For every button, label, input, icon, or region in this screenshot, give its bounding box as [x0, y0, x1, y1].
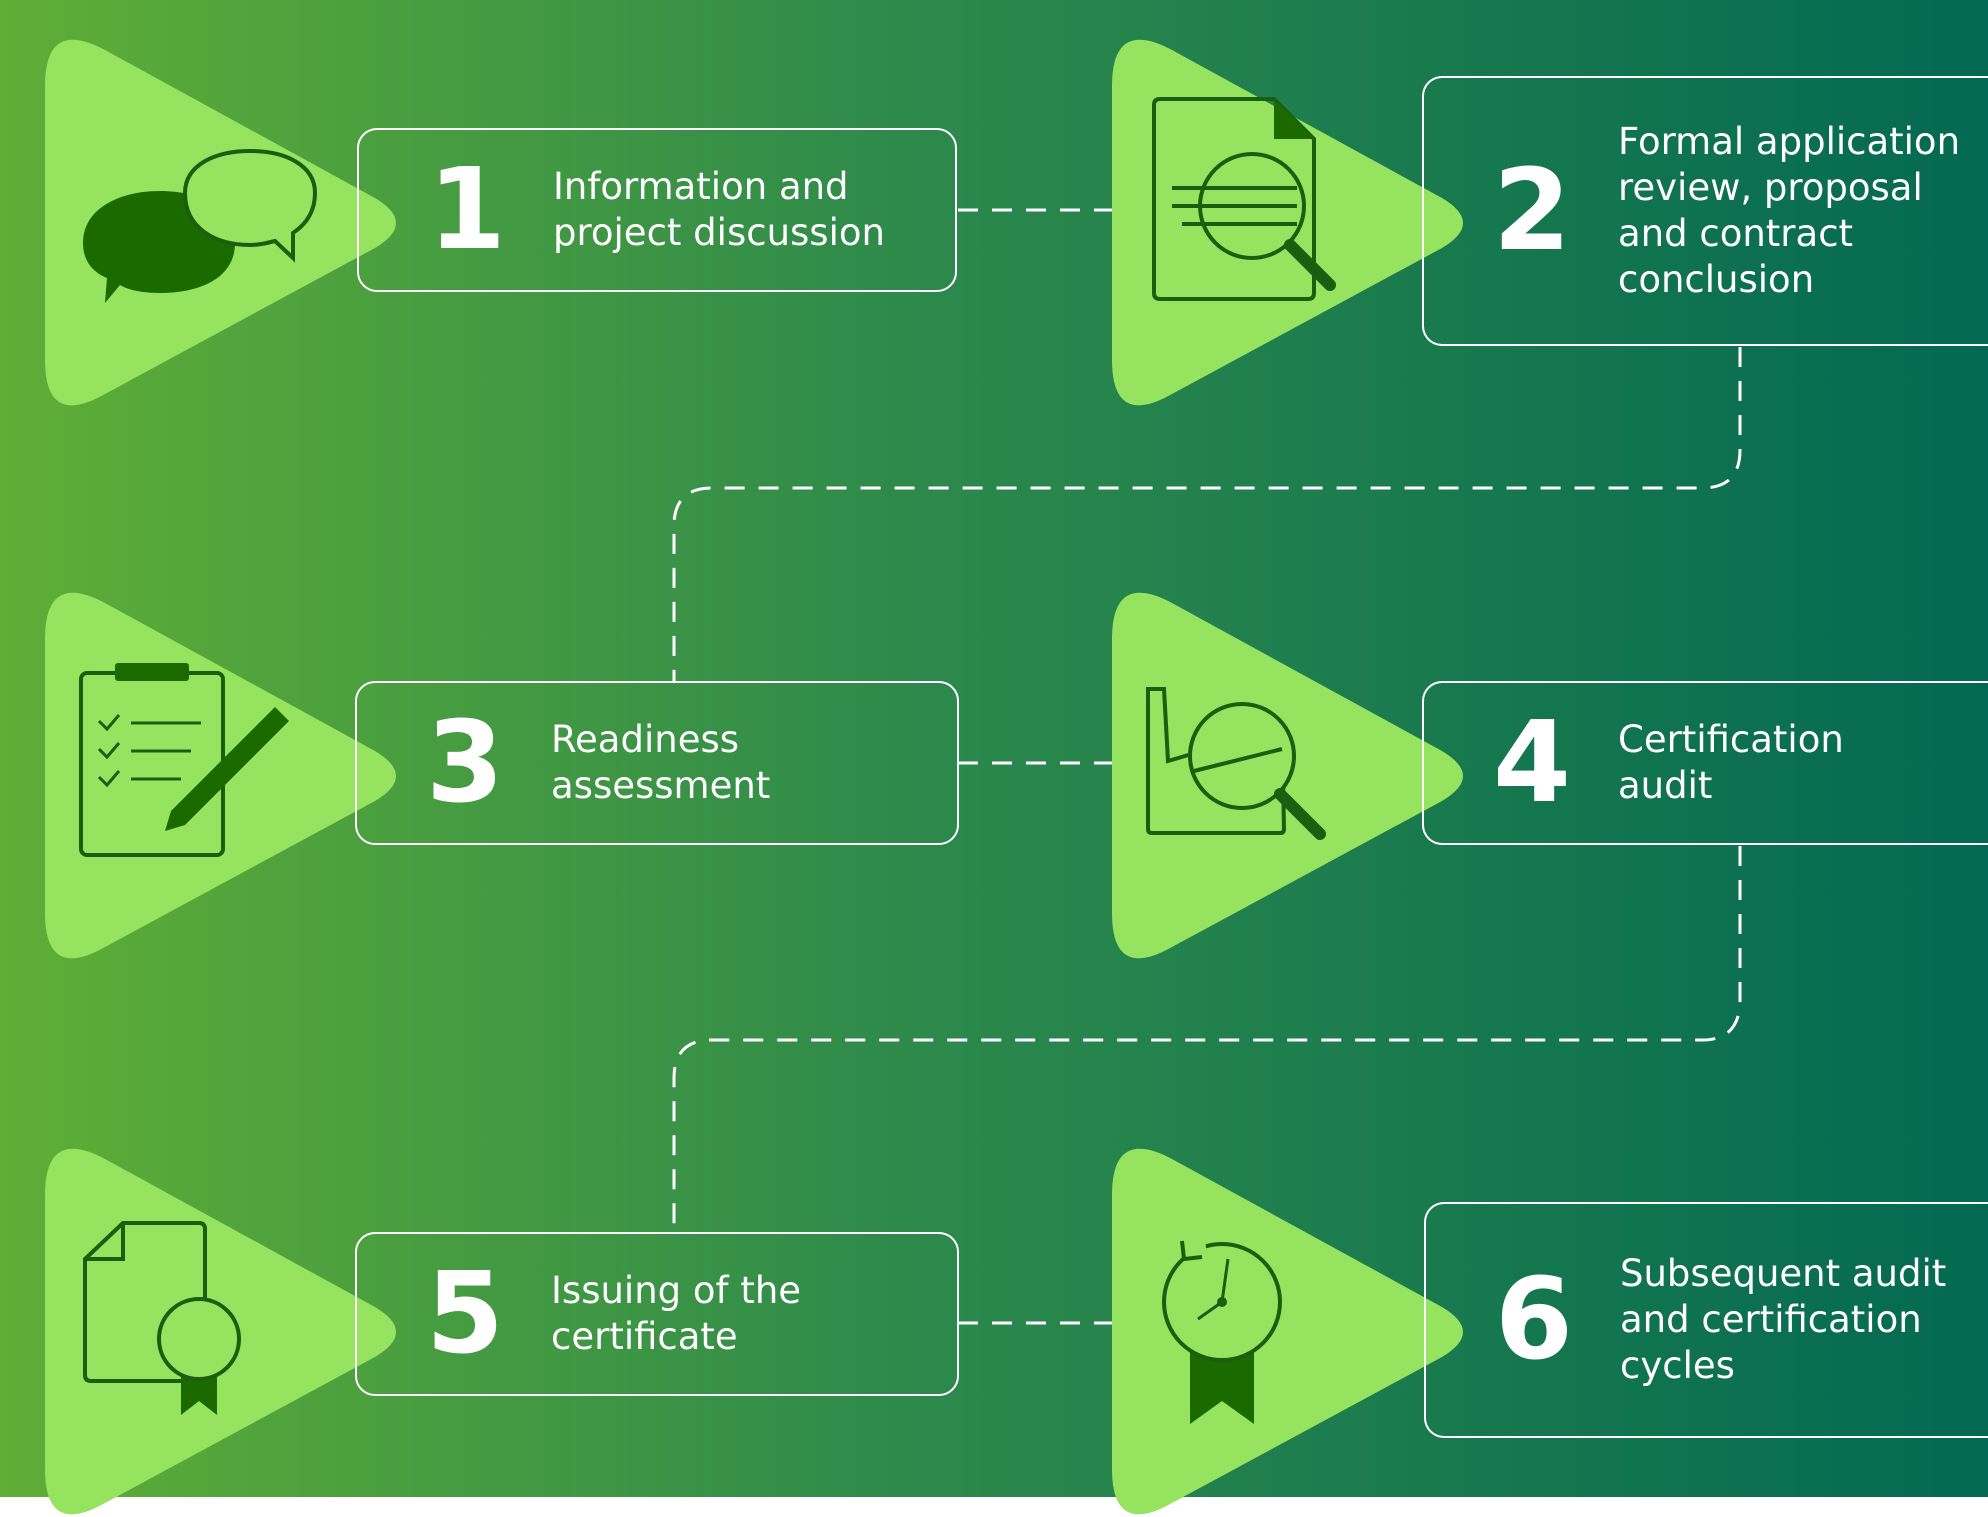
clipboard-checklist-icon: [79, 663, 289, 857]
step-3-label: Readiness assessment: [551, 718, 771, 807]
step-4-label: Certification audit: [1618, 718, 1844, 807]
step-3-number: 3: [426, 698, 504, 828]
step-1-number: 1: [428, 145, 506, 275]
connector-4-5: [672, 846, 1742, 1232]
step-4-box: 4 Certification audit: [1422, 681, 1988, 845]
step-5-label: Issuing of the certificate: [551, 1269, 802, 1358]
step-4-number: 4: [1493, 698, 1571, 828]
step-5-box: 5 Issuing of the certificate: [355, 1232, 959, 1396]
step-2-box: 2 Formal application review, proposal an…: [1422, 76, 1988, 346]
factory-search-icon: [1146, 687, 1326, 840]
step-5-number: 5: [426, 1249, 504, 1379]
certificate-icon: [83, 1221, 241, 1415]
step-1-label: Information and project discussion: [553, 165, 885, 254]
clock-medal-icon: [1162, 1240, 1282, 1424]
step-6-number: 6: [1495, 1255, 1573, 1385]
speech-bubbles-icon: [83, 148, 318, 303]
connector-2-3: [672, 347, 1742, 682]
document-search-icon: [1152, 97, 1336, 301]
step-6-box: 6 Subsequent audit and certification cyc…: [1424, 1202, 1988, 1438]
step-1-box: 1 Information and project discussion: [357, 128, 957, 292]
step-6-triangle: [1112, 1148, 1463, 1515]
dashed-connectors: [672, 208, 1742, 1325]
step-2-number: 2: [1493, 146, 1571, 276]
step-6-label: Subsequent audit and certification cycle…: [1620, 1252, 1947, 1387]
step-2-label: Formal application review, proposal and …: [1618, 120, 1961, 301]
step-3-box: 3 Readiness assessment: [355, 681, 959, 845]
